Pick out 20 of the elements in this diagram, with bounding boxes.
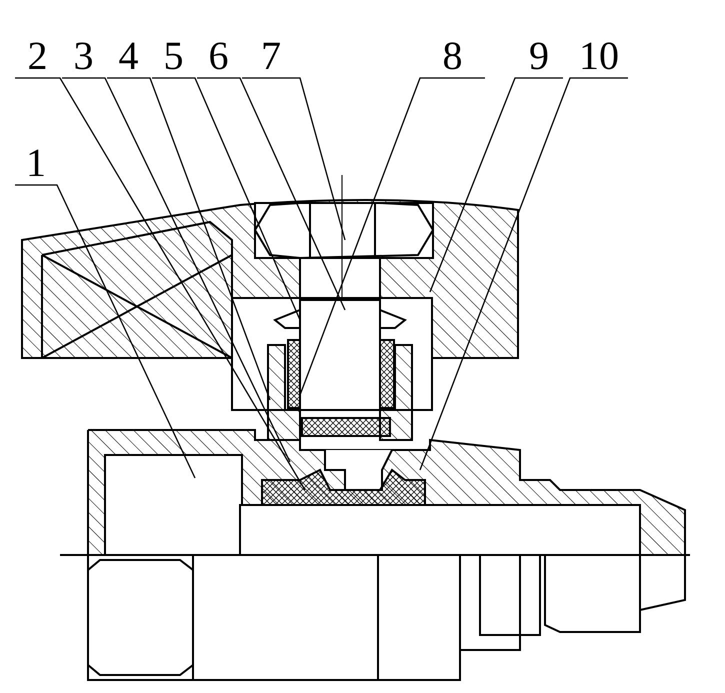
leader-line (419, 77, 628, 470)
callout-number: 9 (515, 34, 563, 78)
leader-line (429, 77, 563, 292)
callout-number: 10 (570, 34, 628, 78)
leader-line (197, 77, 346, 310)
leader-line (15, 184, 196, 478)
leader-line (15, 77, 306, 490)
leader-line (299, 77, 485, 396)
callout-number: 5 (152, 34, 195, 78)
callout-number: 6 (197, 34, 240, 78)
callout-number: 2 (15, 34, 60, 78)
callout-number: 1 (15, 141, 57, 185)
leader-line (62, 77, 291, 462)
callout-number: 8 (420, 34, 485, 78)
leader-line (107, 77, 271, 400)
callout-number: 4 (107, 34, 150, 78)
leader-line (242, 77, 346, 240)
callout-number: 7 (242, 34, 300, 78)
callout-number: 3 (62, 34, 105, 78)
leader-line (152, 77, 301, 320)
